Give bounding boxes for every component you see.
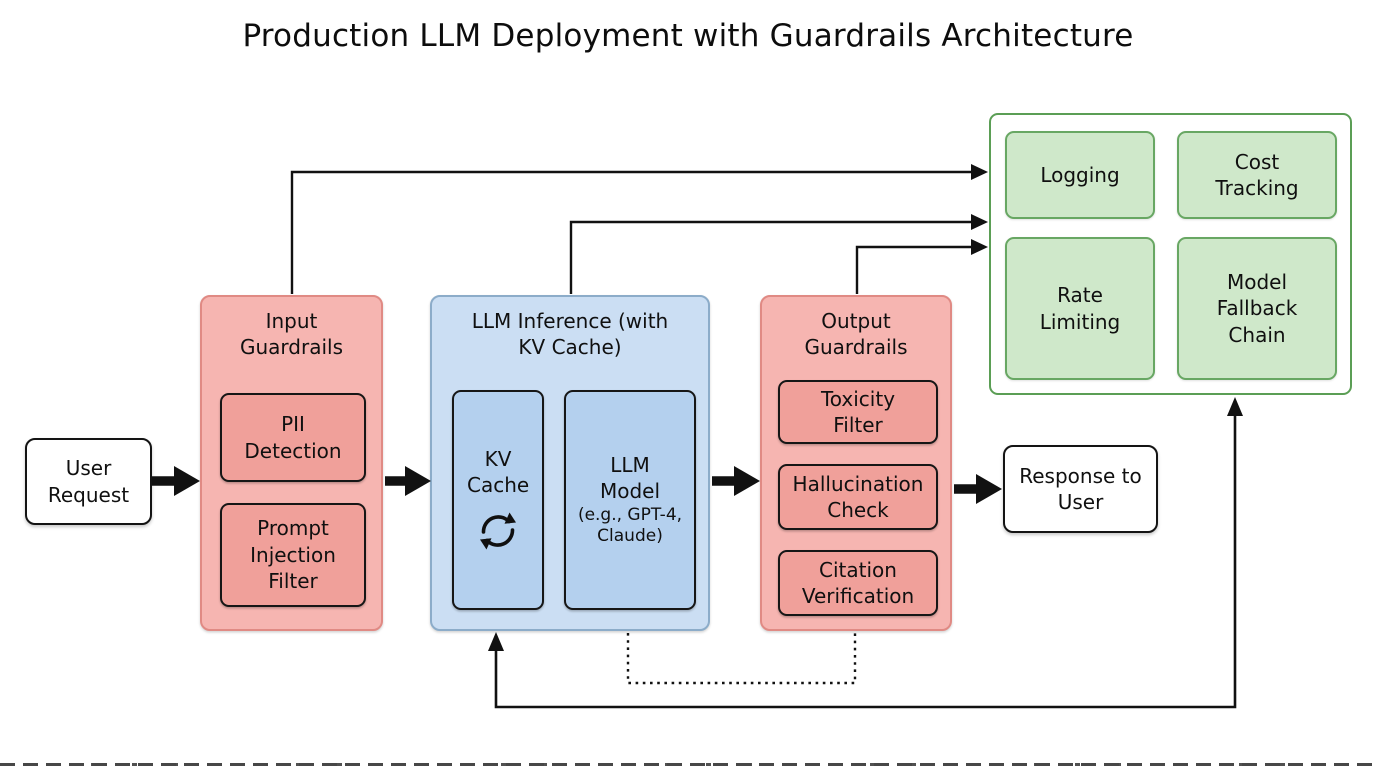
arrowhead-input-to-llm (405, 466, 431, 496)
response-to-user-label: Response to User (1019, 463, 1142, 514)
prompt-injection-filter-label: Prompt Injection Filter (250, 516, 336, 594)
llm-inference-title: LLM Inference (with KV Cache) (471, 309, 669, 360)
arrow-input-to-monitoring (290, 170, 972, 294)
citation-verification-label: Citation Verification (801, 557, 915, 608)
arrowhead-output-to-response (976, 474, 1002, 504)
response-to-user-node: Response to User (1003, 445, 1158, 533)
arrowhead-monitoring-2 (971, 214, 988, 230)
arrow-inference-to-monitoring (569, 220, 972, 294)
toxicity-filter-box: Toxicity Filter (778, 380, 938, 444)
dotted-kv-reuse-line (626, 633, 857, 685)
output-guardrails-container: Output Guardrails Toxicity Filter Halluc… (760, 295, 952, 631)
input-guardrails-title: Input Guardrails (239, 309, 343, 360)
page-title: Production LLM Deployment with Guardrail… (242, 18, 1134, 54)
llm-model-box: LLM Model (e.g., GPT-4, Claude) (564, 390, 696, 610)
monitoring-container: Logging Cost Tracking Rate Limiting Mode… (989, 113, 1352, 395)
input-guardrails-container: Input Guardrails PII Detection Prompt In… (200, 295, 383, 631)
citation-verification-box: Citation Verification (778, 550, 938, 616)
arrowhead-monitoring-1 (971, 164, 988, 180)
pii-detection-box: PII Detection (220, 393, 366, 482)
refresh-cycle-icon (480, 512, 516, 550)
arrowhead-feedback-to-llm (488, 632, 504, 651)
arrowhead-llm-to-output (734, 466, 760, 496)
llm-model-sublabel: (e.g., GPT-4, Claude) (577, 504, 683, 547)
arrow-output-to-monitoring (855, 245, 972, 294)
output-guardrails-title: Output Guardrails (804, 309, 908, 360)
arrowhead-user-to-input (174, 466, 200, 496)
cost-tracking-label: Cost Tracking (1215, 149, 1299, 200)
logging-box: Logging (1005, 131, 1155, 219)
llm-inference-container: LLM Inference (with KV Cache) KV Cache L… (430, 295, 710, 631)
arrowhead-monitoring-3 (971, 239, 988, 255)
arrowhead-feedback-to-monitoring (1227, 397, 1243, 416)
model-fallback-chain-label: Model Fallback Chain (1216, 269, 1298, 347)
prompt-injection-filter-box: Prompt Injection Filter (220, 503, 366, 607)
pii-detection-label: PII Detection (244, 412, 342, 463)
user-request-label: User Request (47, 456, 130, 507)
llm-model-label: LLM Model (599, 452, 661, 504)
toxicity-filter-label: Toxicity Filter (820, 386, 896, 437)
cost-tracking-box: Cost Tracking (1177, 131, 1337, 219)
bottom-edge-artifact (0, 763, 1376, 766)
rate-limiting-box: Rate Limiting (1005, 237, 1155, 380)
logging-label: Logging (1040, 162, 1120, 187)
model-fallback-chain-box: Model Fallback Chain (1177, 237, 1337, 380)
kv-cache-label: KV Cache (467, 446, 530, 497)
hallucination-check-label: Hallucination Check (792, 471, 924, 522)
hallucination-check-box: Hallucination Check (778, 464, 938, 530)
user-request-node: User Request (25, 438, 152, 525)
kv-cache-box: KV Cache (452, 390, 544, 610)
rate-limiting-label: Rate Limiting (1039, 283, 1121, 334)
